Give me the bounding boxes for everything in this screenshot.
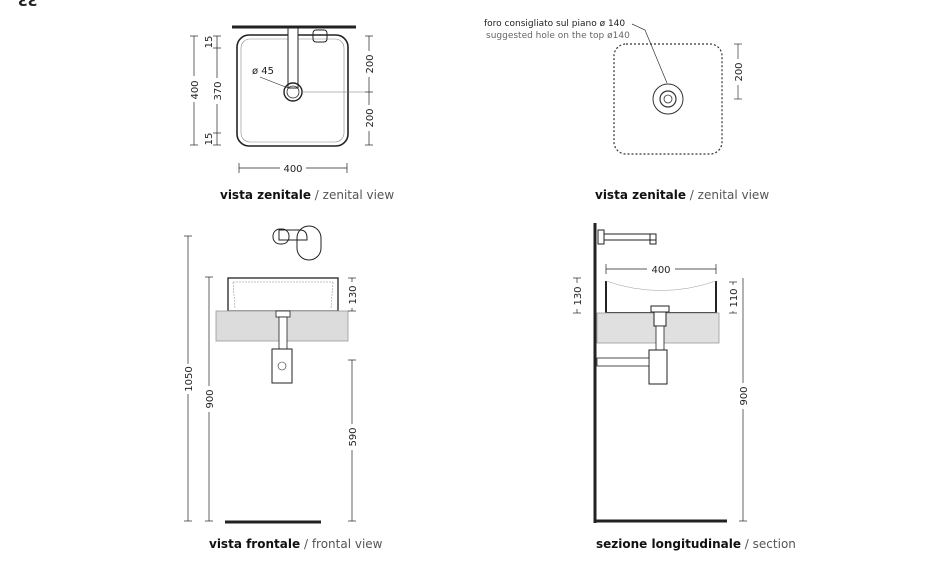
front-view bbox=[184, 225, 356, 524]
dim-half: 200 bbox=[734, 62, 745, 81]
section-view-labels: 400 130 110 900 bbox=[570, 263, 750, 409]
dim-width: 400 bbox=[283, 164, 302, 175]
caption-separator: / bbox=[314, 188, 319, 202]
tap-body bbox=[296, 225, 322, 261]
drain-pipe bbox=[278, 316, 288, 350]
caption-section: sezione longitudinale / section bbox=[596, 537, 796, 551]
top-right-zenital-view bbox=[613, 23, 742, 155]
caption-en: frontal view bbox=[311, 537, 383, 551]
caption-separator: / bbox=[303, 537, 308, 551]
drain-leader bbox=[259, 76, 289, 89]
siphon bbox=[271, 348, 293, 384]
drain-inner bbox=[286, 85, 300, 99]
dim-section-inner-height: 110 bbox=[729, 288, 740, 307]
dim-section-basin-height: 130 bbox=[573, 286, 584, 305]
caption-it: sezione longitudinale bbox=[596, 537, 741, 551]
spout bbox=[287, 27, 299, 89]
caption-separator: / bbox=[744, 537, 749, 551]
top-left-dimension-labels: 400 370 15 15 200 200 400 ø 45 bbox=[187, 36, 376, 175]
dim-section-width: 400 bbox=[651, 265, 670, 276]
hole-outer bbox=[652, 83, 684, 115]
dim-half-top: 200 bbox=[365, 54, 376, 73]
tap-lever bbox=[312, 29, 328, 43]
dim-inner-height: 370 bbox=[213, 81, 224, 100]
tap-rosette bbox=[272, 228, 290, 245]
dim-section-counter-height: 900 bbox=[739, 386, 750, 405]
section-view bbox=[573, 223, 747, 523]
corner-mark: ƐƐ bbox=[18, 0, 37, 10]
caption-it: vista zenitale bbox=[595, 188, 686, 202]
hole-mid bbox=[659, 90, 677, 108]
basin-front bbox=[227, 277, 339, 312]
tap-spout-section bbox=[603, 233, 657, 241]
dim-counter-height: 900 bbox=[205, 389, 216, 408]
waste-pipe bbox=[596, 357, 650, 367]
caption-it: vista frontale bbox=[209, 537, 301, 551]
tap-spout bbox=[278, 229, 308, 241]
caption-top-right: vista zenitale / zenital view bbox=[595, 188, 769, 202]
dim-drain-diameter: ø 45 bbox=[252, 66, 274, 77]
caption-en: zenital view bbox=[697, 188, 770, 202]
dim-overall-height: 400 bbox=[190, 80, 201, 99]
note-leader bbox=[631, 23, 668, 84]
top-right-labels: foro consigliato sul piano ø 140 suggest… bbox=[484, 19, 745, 85]
caption-en: section bbox=[752, 537, 796, 551]
hole-note-it: foro consigliato sul piano ø 140 bbox=[484, 19, 625, 29]
dim-rim-bottom: 15 bbox=[204, 133, 215, 146]
caption-it: vista zenitale bbox=[220, 188, 311, 202]
caption-top-left: vista zenitale / zenital view bbox=[220, 188, 394, 202]
caption-separator: / bbox=[689, 188, 694, 202]
hole-inner bbox=[663, 94, 673, 104]
caption-front: vista frontale / frontal view bbox=[209, 537, 383, 551]
drain-body bbox=[653, 311, 667, 327]
basin-outline-dotted bbox=[613, 43, 723, 155]
hole-note-en: suggested hole on the top ø140 bbox=[486, 31, 630, 41]
dim-basin-height: 130 bbox=[348, 285, 359, 304]
tap-rosette-section bbox=[597, 229, 605, 245]
dim-tap-to-floor: 590 bbox=[348, 427, 359, 446]
dim-half-bottom: 200 bbox=[365, 108, 376, 127]
dim-rim-top: 15 bbox=[204, 36, 215, 49]
front-view-labels: 1050 900 130 590 bbox=[181, 282, 359, 450]
dim-total-height: 1050 bbox=[184, 366, 195, 391]
bottle-trap bbox=[648, 349, 668, 385]
caption-en: zenital view bbox=[322, 188, 395, 202]
